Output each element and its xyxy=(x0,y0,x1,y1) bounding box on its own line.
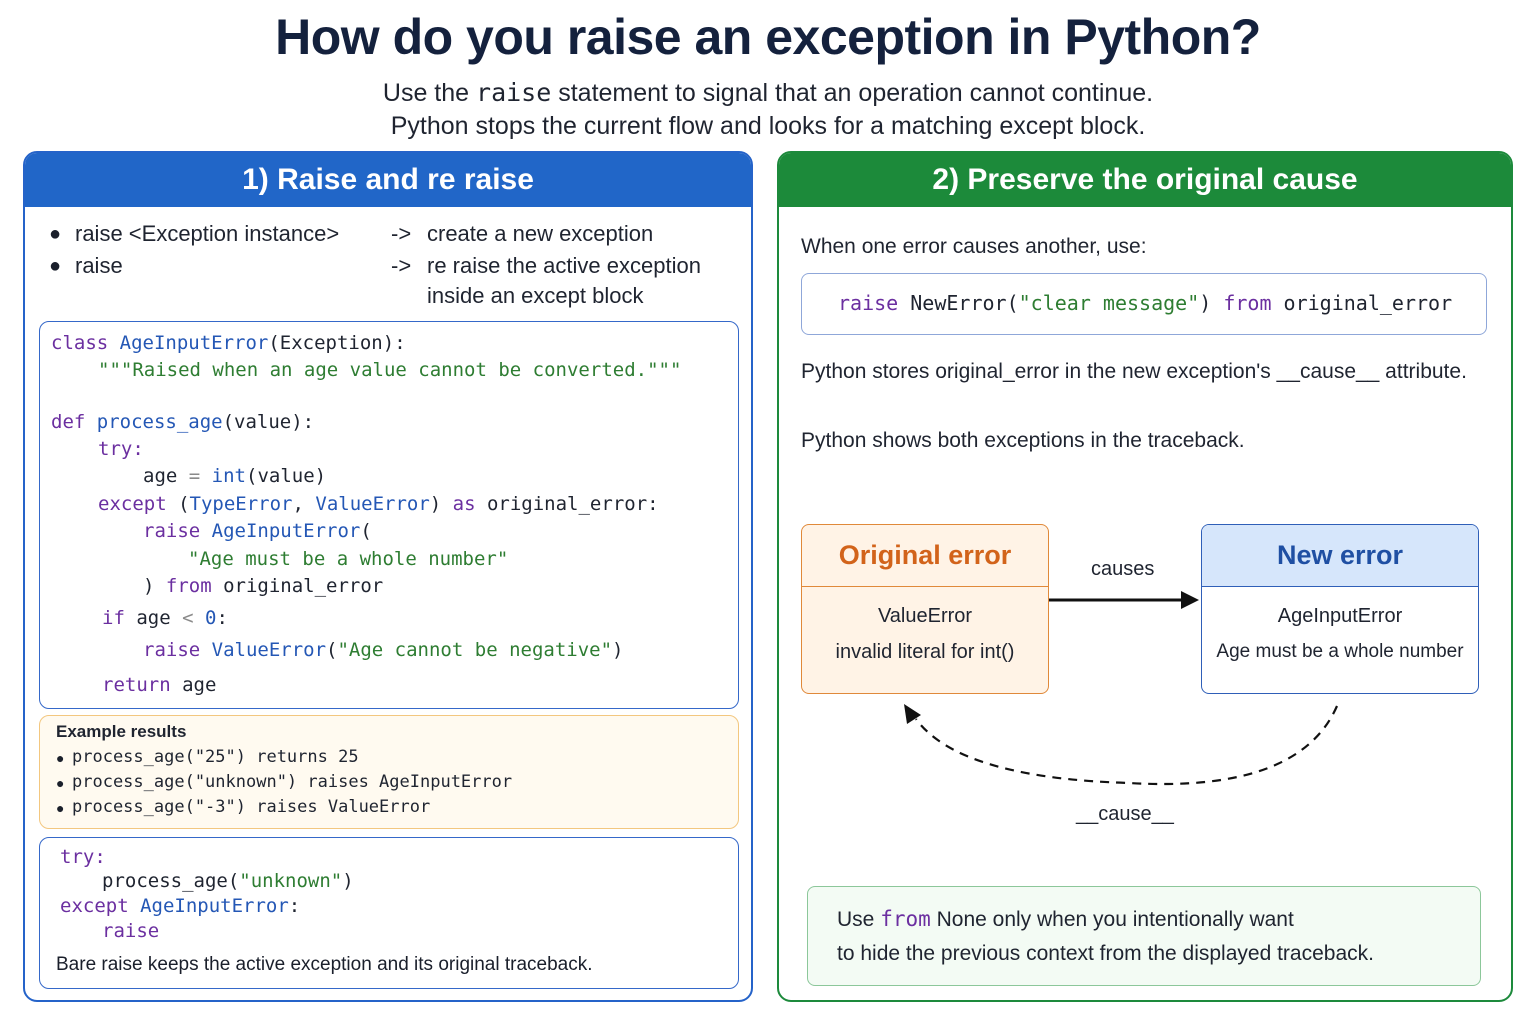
bullet-dot-icon: ● xyxy=(56,800,65,816)
code-line: ) from original_error xyxy=(143,575,384,597)
code-line: except AgeInputError: xyxy=(60,895,301,917)
code-line: raise xyxy=(102,920,160,942)
raise-keyword: raise xyxy=(476,78,552,107)
original-error-type: ValueError xyxy=(877,605,973,627)
causes-label: causes xyxy=(1091,558,1155,580)
reraise-caption: Bare raise keeps the active exception an… xyxy=(56,954,593,975)
cause-back-arrowhead-icon xyxy=(904,704,921,724)
new-error-box: New error AgeInputError Age must be a wh… xyxy=(1201,524,1479,694)
example-results-box: Example results ● process_age("25") retu… xyxy=(39,715,739,829)
new-error-title: New error xyxy=(1202,525,1478,587)
code-line: process_age("unknown") xyxy=(102,870,354,892)
result-item: process_age("-3") raises ValueError xyxy=(72,797,431,817)
code-line: """Raised when an age value cannot be co… xyxy=(98,359,682,381)
bullet-syntax: raise <Exception instance> xyxy=(75,221,340,246)
new-error-message: Age must be a whole number xyxy=(1216,641,1464,662)
left-panel-title: 1) Raise and re raise xyxy=(25,153,751,207)
bullet-dot-icon: ● xyxy=(56,750,65,766)
cause-attribute-label: __cause__ xyxy=(1076,803,1174,825)
causes-arrowhead-icon xyxy=(1181,591,1199,609)
code-line: raise NewError("clear message") from ori… xyxy=(838,291,1453,315)
bullet-dot-icon: ● xyxy=(49,255,62,277)
page-title: How do you raise an exception in Python? xyxy=(275,9,1261,65)
from-keyword: from xyxy=(880,907,931,931)
bullet-dot-icon: ● xyxy=(49,223,62,245)
cause-back-arrow xyxy=(915,705,1339,786)
traceback-text: Python shows both exceptions in the trac… xyxy=(801,429,1245,452)
code-line: age = int(value) xyxy=(143,465,327,487)
reraise-code-block: try: process_age("unknown") except AgeIn… xyxy=(39,837,739,989)
code-line: raise AgeInputError( xyxy=(143,520,372,542)
code-line: "Age must be a whole number" xyxy=(188,548,509,570)
arrow-text: -> xyxy=(391,253,412,278)
code-line: class AgeInputError(Exception): xyxy=(51,332,406,354)
bullet-description-cont: inside an except block xyxy=(427,283,644,308)
code-line: try: xyxy=(60,846,106,868)
raise-and-reraise-panel: 1) Raise and re raise ● raise <Exception… xyxy=(23,151,753,1002)
code-line: return age xyxy=(102,674,217,696)
original-error-box: Original error ValueError invalid litera… xyxy=(801,524,1049,694)
cause-diagram-arrows xyxy=(904,591,1339,786)
code-line: if age < 0: xyxy=(102,607,228,629)
raise-from-code: raise NewError("clear message") from ori… xyxy=(801,273,1487,335)
code-line: def process_age(value): xyxy=(51,411,315,433)
subtitle-line-2: Python stops the current flow and looks … xyxy=(390,112,1146,140)
from-none-note: Use from None only when you intentionall… xyxy=(807,886,1481,986)
arrow-text: -> xyxy=(391,221,412,246)
result-item: process_age("unknown") raises AgeInputEr… xyxy=(72,772,513,792)
code-line: raise ValueError("Age cannot be negative… xyxy=(143,639,624,661)
preserve-cause-panel: 2) Preserve the original cause When one … xyxy=(777,151,1513,1002)
note-line-1: Use from None only when you intentionall… xyxy=(837,907,1294,931)
original-error-message: invalid literal for int() xyxy=(835,641,1015,663)
right-panel-title: 2) Preserve the original cause xyxy=(779,153,1511,207)
subtitle-line-1: Use the raise statement to signal that a… xyxy=(382,78,1154,107)
process-age-code-block: class AgeInputError(Exception): """Raise… xyxy=(39,321,739,709)
cause-attribute-text: Python stores original_error in the new … xyxy=(801,360,1467,383)
result-item: process_age("25") returns 25 xyxy=(72,747,359,767)
bullet-dot-icon: ● xyxy=(56,775,65,791)
bullet-description: create a new exception xyxy=(427,221,654,246)
bullet-syntax: raise xyxy=(75,253,123,278)
new-error-type: AgeInputError xyxy=(1277,605,1403,627)
original-error-title: Original error xyxy=(802,525,1048,587)
note-line-2: to hide the previous context from the di… xyxy=(837,942,1374,965)
bullet-description: re raise the active exception xyxy=(427,253,701,278)
code-line: try: xyxy=(98,438,144,460)
intro-text: When one error causes another, use: xyxy=(801,235,1147,258)
code-line: except (TypeError, ValueError) as origin… xyxy=(98,493,659,515)
example-results-title: Example results xyxy=(56,722,187,741)
